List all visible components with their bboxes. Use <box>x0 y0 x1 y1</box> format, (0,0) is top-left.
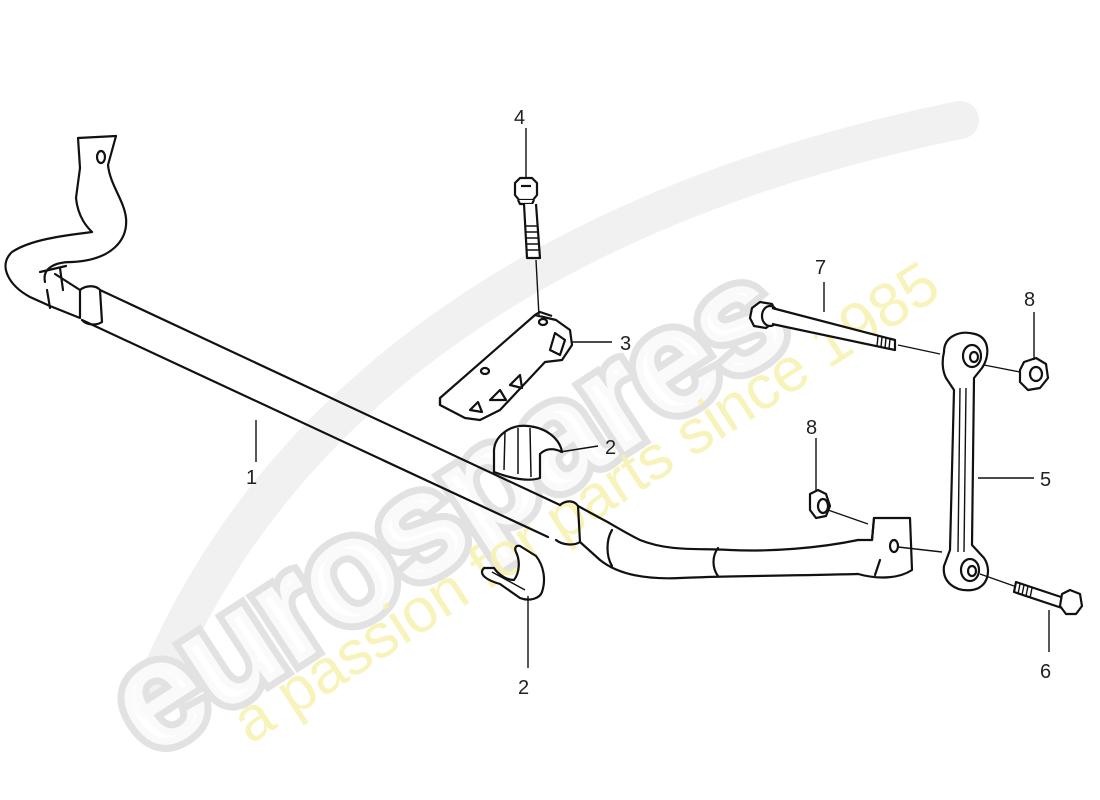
watermark-swoosh <box>131 101 979 719</box>
leader-lines <box>255 128 1050 668</box>
nut-8-upper[interactable] <box>983 356 1050 392</box>
coupling-rod[interactable] <box>941 331 990 592</box>
stabilizer-bar[interactable] <box>4 134 914 580</box>
clamp-bracket[interactable] <box>438 310 574 422</box>
bolt-6[interactable] <box>979 573 1084 616</box>
callout-2-upper: 2 <box>605 437 616 459</box>
callout-2-lower: 2 <box>518 677 529 699</box>
callout-7: 7 <box>815 257 826 279</box>
leader-2-upper <box>559 445 599 453</box>
bolt-4[interactable] <box>513 176 542 317</box>
callouts: 1 2 2 3 4 5 6 7 8 8 <box>246 107 1051 699</box>
bushing-lower[interactable] <box>480 544 546 601</box>
callout-8-upper: 8 <box>1024 289 1035 311</box>
nut-8-lower[interactable] <box>808 488 943 553</box>
callout-1: 1 <box>246 467 257 489</box>
callout-4: 4 <box>514 107 525 129</box>
callout-3: 3 <box>620 333 631 355</box>
callout-5: 5 <box>1040 469 1051 491</box>
bolt-7[interactable] <box>748 300 941 355</box>
callout-8-lower: 8 <box>806 417 817 439</box>
callout-6: 6 <box>1040 661 1051 683</box>
